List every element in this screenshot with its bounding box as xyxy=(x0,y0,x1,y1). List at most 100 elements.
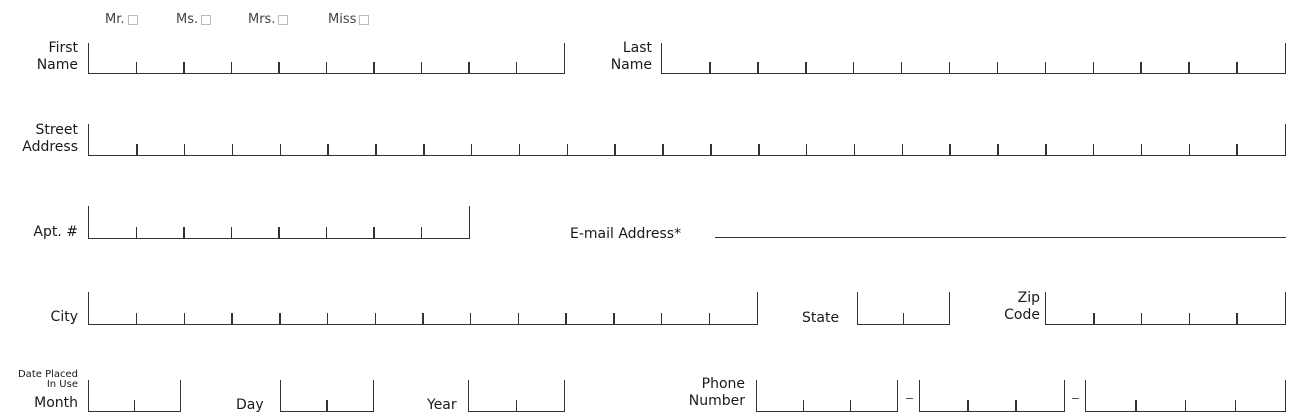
year-field[interactable] xyxy=(468,380,565,412)
email-label: E-mail Address* xyxy=(570,226,682,242)
month-field[interactable] xyxy=(88,380,181,412)
street-address-field[interactable] xyxy=(88,124,1286,156)
cell-divider xyxy=(614,144,616,155)
cell-divider xyxy=(515,400,518,411)
last-name-field[interactable] xyxy=(661,43,1286,74)
phone-area-code-field[interactable] xyxy=(756,380,898,412)
cell-divider xyxy=(183,313,186,324)
cell-divider xyxy=(133,400,136,411)
title-option-mrs[interactable]: Mrs. xyxy=(248,12,289,27)
cell-divider xyxy=(901,144,904,155)
cell-divider xyxy=(518,144,521,155)
cell-divider xyxy=(802,400,805,411)
cell-divider xyxy=(374,313,377,324)
cell-divider xyxy=(997,144,999,155)
cell-divider xyxy=(517,313,520,324)
phone-line-field[interactable] xyxy=(1085,380,1286,412)
title-option-miss[interactable]: Miss xyxy=(328,12,370,27)
cell-divider xyxy=(375,144,377,155)
cell-divider xyxy=(278,227,280,238)
zip-code-field[interactable] xyxy=(1045,292,1286,325)
cell-divider xyxy=(1236,62,1238,73)
phone-dash-2 xyxy=(1072,398,1079,399)
cell-divider xyxy=(183,62,185,73)
cell-divider xyxy=(1092,62,1095,73)
cell-divider xyxy=(183,144,186,155)
checkbox-mrs[interactable] xyxy=(278,14,289,25)
cell-divider xyxy=(231,313,233,324)
cell-divider xyxy=(1015,400,1017,411)
cell-divider xyxy=(231,144,234,155)
apt-label: Apt. # xyxy=(33,224,78,240)
cell-divider xyxy=(135,227,138,238)
cell-divider xyxy=(279,313,281,324)
cell-divider xyxy=(183,227,185,238)
cell-divider xyxy=(420,62,423,73)
cell-divider xyxy=(805,144,808,155)
cell-divider xyxy=(135,313,138,324)
city-label: City xyxy=(50,309,78,325)
cell-divider xyxy=(949,144,951,155)
cell-divider xyxy=(326,313,329,324)
title-option-mr[interactable]: Mr. xyxy=(105,12,138,27)
cell-divider xyxy=(230,227,233,238)
cell-divider xyxy=(135,62,138,73)
city-field[interactable] xyxy=(88,292,758,325)
cell-divider xyxy=(709,62,711,73)
cell-divider xyxy=(757,62,759,73)
cell-divider xyxy=(902,313,905,324)
title-option-ms[interactable]: Ms. xyxy=(176,12,212,27)
cell-divider xyxy=(1188,313,1191,324)
cell-divider xyxy=(758,144,760,155)
cell-divider xyxy=(468,62,470,73)
cell-divider xyxy=(1045,144,1047,155)
cell-divider xyxy=(420,227,423,238)
cell-divider xyxy=(849,400,852,411)
phone-dash-1 xyxy=(906,398,913,399)
cell-divider xyxy=(1184,400,1187,411)
cell-divider xyxy=(996,62,999,73)
cell-divider xyxy=(660,313,663,324)
first-name-field[interactable] xyxy=(88,43,565,74)
month-label: Month xyxy=(34,395,78,411)
checkbox-ms[interactable] xyxy=(201,14,212,25)
day-field[interactable] xyxy=(280,380,374,412)
cell-divider xyxy=(1093,313,1095,324)
cell-divider xyxy=(373,62,375,73)
cell-divider xyxy=(662,144,664,155)
cell-divider xyxy=(1236,144,1238,155)
cell-divider xyxy=(1044,62,1047,73)
cell-divider xyxy=(708,313,711,324)
cell-divider xyxy=(1234,400,1236,411)
cell-divider xyxy=(326,400,328,411)
cell-divider xyxy=(900,62,903,73)
state-field[interactable] xyxy=(857,292,950,325)
cell-divider xyxy=(325,227,328,238)
checkbox-mr[interactable] xyxy=(127,14,138,25)
cell-divider xyxy=(422,313,424,324)
cell-divider xyxy=(470,144,473,155)
cell-divider xyxy=(278,62,280,73)
cell-divider xyxy=(515,62,518,73)
cell-divider xyxy=(1140,313,1143,324)
apt-field[interactable] xyxy=(88,206,470,239)
cell-divider xyxy=(805,62,807,73)
cell-divider xyxy=(1188,62,1190,73)
cell-divider xyxy=(469,313,472,324)
cell-divider xyxy=(1140,62,1142,73)
cell-divider xyxy=(279,144,282,155)
phone-prefix-field[interactable] xyxy=(919,380,1065,412)
cell-divider xyxy=(136,144,138,155)
cell-divider xyxy=(230,62,233,73)
checkbox-miss[interactable] xyxy=(359,14,370,25)
cell-divider xyxy=(1135,400,1137,411)
cell-divider xyxy=(613,313,615,324)
cell-divider xyxy=(566,144,569,155)
cell-divider xyxy=(852,62,855,73)
state-label: State xyxy=(802,310,840,326)
email-input-line[interactable] xyxy=(715,237,1286,238)
